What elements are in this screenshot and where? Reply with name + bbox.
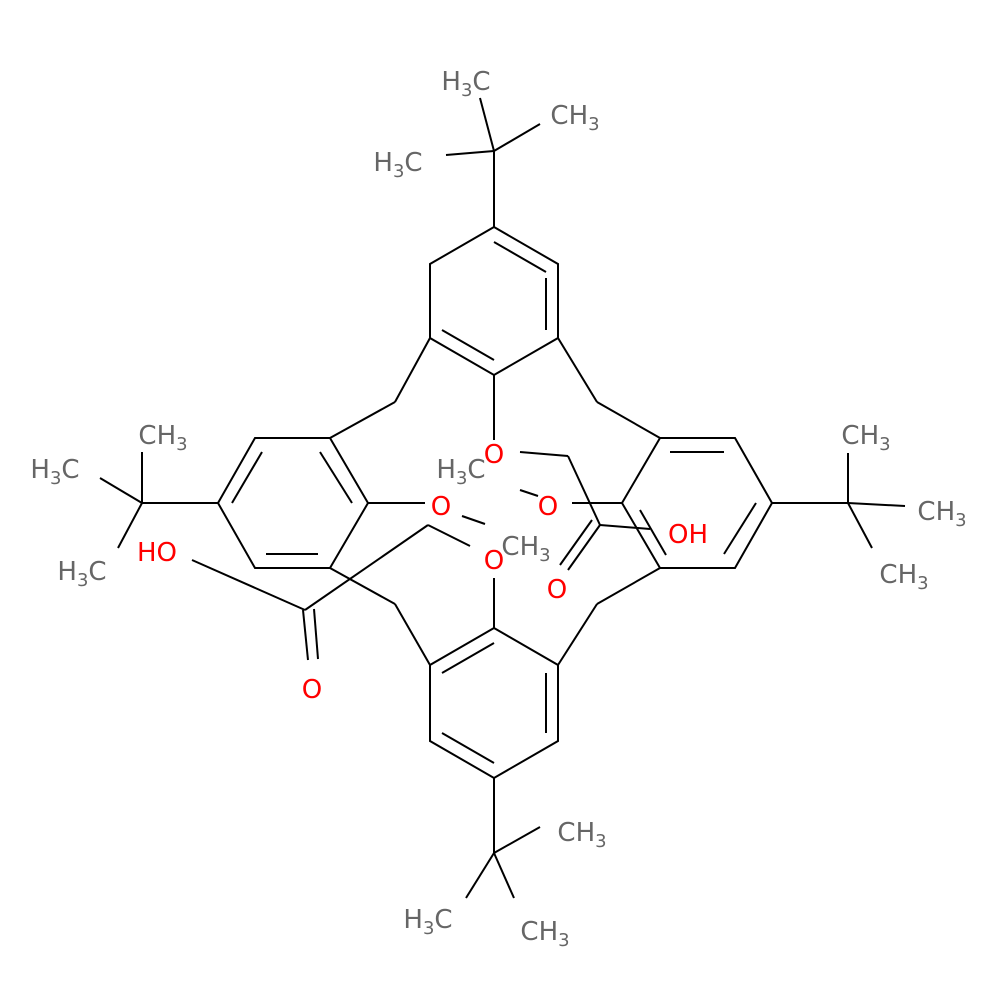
atom-label-methyl-h3c: H3C: [436, 455, 486, 489]
atom-label-tb-left-h3c-1: H3C: [30, 455, 80, 489]
atom-label-tb-bot-ch3-2: CH3: [520, 917, 570, 951]
atom-label-oh-left: HO: [136, 538, 178, 568]
atom-label-tb-bot-h3c: H3C: [403, 905, 453, 939]
atom-label-tb-left-ch3: CH3: [138, 421, 188, 455]
atom-label-tb-top-h3c-1: H3C: [441, 67, 491, 101]
atom-label-o-bottom: O: [483, 546, 505, 576]
atom-label-o-mid-right: O: [537, 492, 559, 522]
atom-label-tb-right-ch3-2: CH3: [917, 497, 967, 531]
atom-label-o-top: O: [483, 440, 505, 470]
atom-label-tb-top-h3c-2: H3C: [373, 148, 423, 182]
atom-label-tb-right-ch3-1: CH3: [841, 421, 891, 455]
atom-label-tb-right-ch3-3: CH3: [879, 560, 929, 594]
atom-label-o-carbonyl-right: O: [546, 575, 568, 605]
atom-label-o-carbonyl-left: O: [301, 675, 323, 705]
atom-label-oh-right: OH: [667, 520, 709, 550]
atom-label-tb-bot-ch3-1: CH3: [557, 818, 607, 852]
atom-label-tb-left-h3c-2: H3C: [57, 557, 107, 591]
atom-label-tb-top-ch3: CH3: [550, 101, 600, 135]
atom-label-methyl-ch3: CH3: [501, 532, 551, 566]
atom-label-o-left: O: [430, 492, 452, 522]
